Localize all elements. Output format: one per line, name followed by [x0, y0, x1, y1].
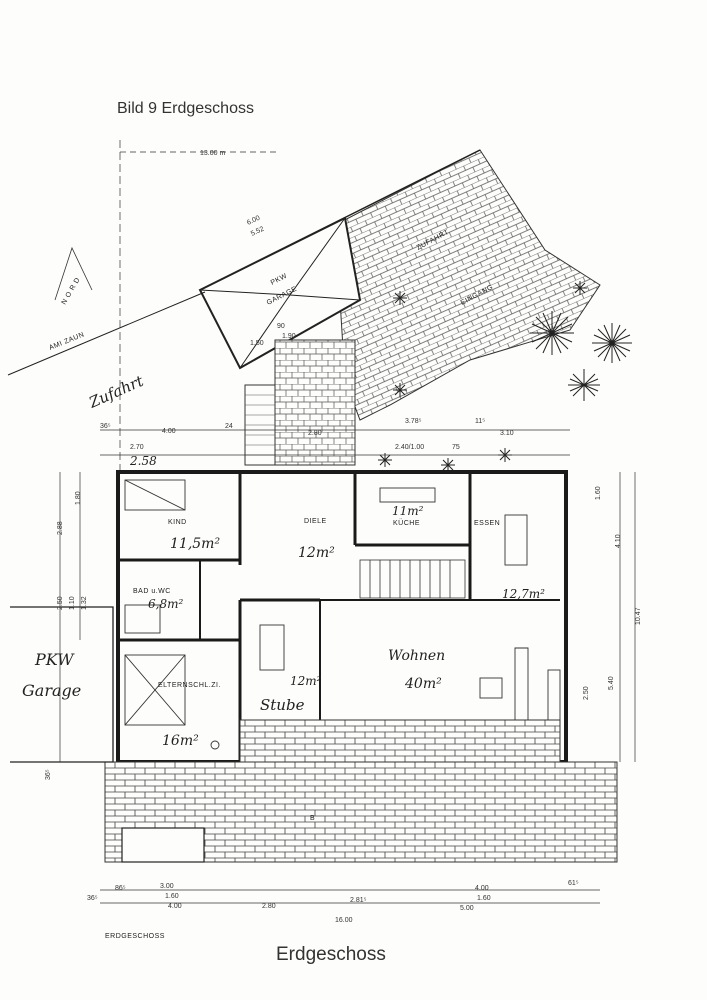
room-area-kueche: 11m² [392, 504, 424, 518]
page-caption: Erdgeschoss [276, 944, 386, 965]
dim-115: 11⁵ [475, 418, 485, 425]
room-label-kueche: KÜCHE [393, 519, 420, 527]
room-label-stube: Stube [260, 696, 305, 714]
b-mark: B [310, 815, 315, 822]
zaun-label: AMI ZAUN [48, 331, 85, 352]
dim-l-132: 1.32 [81, 596, 88, 610]
dim-b-865: 86⁵ [115, 885, 126, 892]
room-area-essen: 12,7m² [502, 587, 545, 601]
dim-b-300: 3.00 [160, 883, 174, 890]
dim-410: 4.10 [615, 534, 622, 548]
dimension-lines [59, 140, 636, 904]
dim-b-160a: 1.60 [165, 893, 179, 900]
north-arrow-icon [54, 246, 93, 301]
dim-b-1600: 16.00 [335, 917, 353, 924]
room-area-stube: 12m² [290, 674, 322, 688]
dim-top-total: 13.00 m [200, 150, 225, 157]
dim-378: 3.78⁵ [405, 418, 422, 425]
room-area-diele: 12m² [298, 545, 335, 561]
dim-l-180: 1.80 [75, 491, 82, 505]
room-area-kind: 11,5m² [170, 536, 220, 552]
house-walls [116, 470, 568, 764]
garage-left-label-1: PKW [34, 650, 75, 669]
dim-150: 1.50 [250, 340, 264, 347]
left-garage [10, 606, 114, 763]
dim-b-365: 36⁵ [87, 895, 98, 902]
garage-left-label-2: Garage [22, 681, 81, 700]
dim-240: 2.40/1.00 [395, 444, 424, 451]
dim-310: 3.10 [500, 430, 514, 437]
stairs [359, 559, 466, 599]
fence-line [7, 291, 206, 376]
dim-b-160b: 1.60 [477, 895, 491, 902]
room-label-wohnen: Wohnen [388, 648, 445, 664]
dim-75: 75 [452, 444, 460, 451]
room-label-bad: BAD u.WC [133, 588, 171, 595]
dim-600: 6.00 [246, 215, 261, 227]
north-label: N O R D [61, 277, 82, 306]
zufahrt-handwritten: Zufahrt [85, 371, 147, 412]
room-label-eltern: ELTERNSCHL.ZI. [158, 682, 221, 689]
dim-b-500: 5.00 [460, 905, 474, 912]
dim-b-615: 61⁵ [568, 880, 579, 887]
dim-b-280: 2.80 [262, 903, 276, 910]
dim-250: 2.50 [583, 686, 590, 700]
dim-365: 36⁵ [100, 423, 111, 430]
dim-540: 5.40 [608, 676, 615, 690]
dim-190: 1.90 [282, 333, 296, 340]
dim-1047: 10.47 [635, 607, 642, 625]
dim-400: 4.00 [162, 428, 176, 435]
room-area-wohnen: 40m² [404, 676, 442, 692]
dim-258: 2.58 [129, 454, 157, 468]
room-label-kind: KIND [168, 519, 187, 526]
dim-l-365: 36⁵ [45, 769, 52, 780]
dim-l-288: 2.88 [57, 521, 64, 535]
dim-90: 90 [277, 323, 285, 330]
room-area-eltern: 16m² [162, 733, 199, 749]
dim-160-right: 1.60 [595, 486, 602, 500]
room-label-diele: DIELE [304, 518, 327, 525]
dim-24: 24 [225, 423, 233, 430]
dim-b-2815: 2.81⁵ [350, 897, 367, 904]
dim-b-400a: 4.00 [168, 903, 182, 910]
dim-280: 2.80 [308, 430, 322, 437]
dim-270: 2.70 [130, 444, 144, 451]
room-area-bad: 6,8m² [148, 597, 183, 611]
room-label-essen: ESSEN [474, 520, 500, 527]
dim-l-250: 2.50 [57, 596, 64, 610]
plan-label-bottom: ERDGESCHOSS [105, 933, 165, 940]
page-title: Bild 9 Erdgeschoss [117, 100, 254, 117]
top-garage: PKW GARAGE [198, 216, 362, 370]
dim-b-400b: 4.00 [475, 885, 489, 892]
dim-552: 5.52 [250, 226, 265, 238]
terrace-paving [104, 719, 618, 863]
dim-l-110: 1.10 [69, 596, 76, 610]
entrance-paving [274, 339, 356, 466]
